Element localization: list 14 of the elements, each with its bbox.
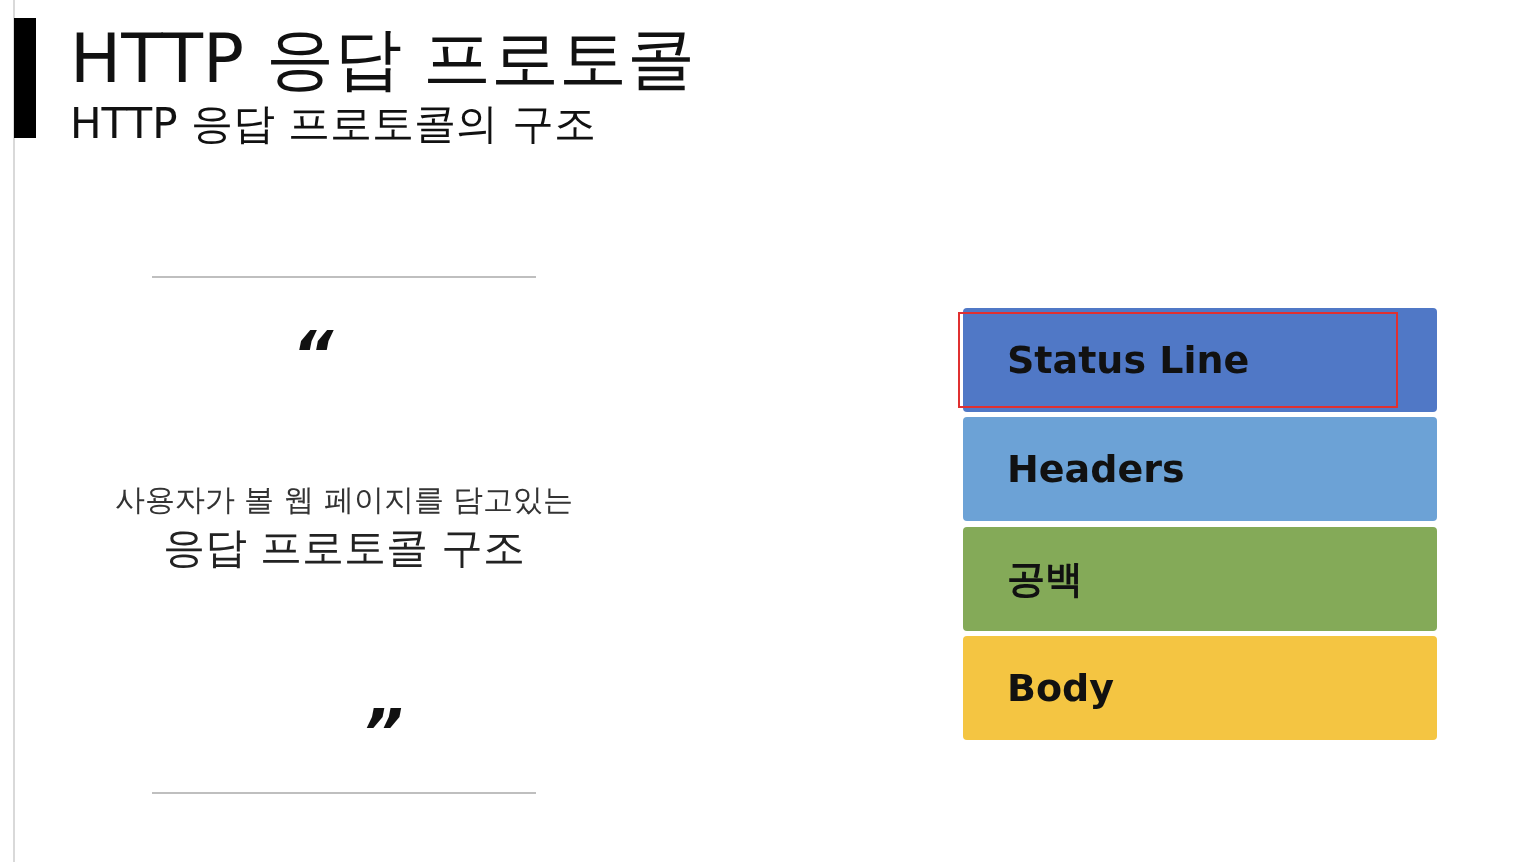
quote-text: 사용자가 볼 웹 페이지를 담고있는 [113, 481, 575, 519]
layer-label: Headers [1007, 447, 1185, 491]
layer-label: Body [1007, 666, 1115, 710]
layer-block [963, 417, 1437, 521]
layer-block [963, 308, 1437, 412]
quote-text: 응답 프로토콜 구조 [161, 522, 527, 574]
layer-label: Status Line [1007, 338, 1250, 382]
layer-block [963, 527, 1437, 631]
quote-mark: “ [292, 318, 334, 392]
slide-title: HTTP 응답 프로토콜 [70, 18, 696, 100]
layer-label: 공백 [1007, 555, 1083, 603]
layer-block [963, 636, 1437, 740]
subtitle: HTTP 응답 프로토콜의 구조 [70, 98, 596, 150]
quote-mark: ” [362, 696, 404, 770]
